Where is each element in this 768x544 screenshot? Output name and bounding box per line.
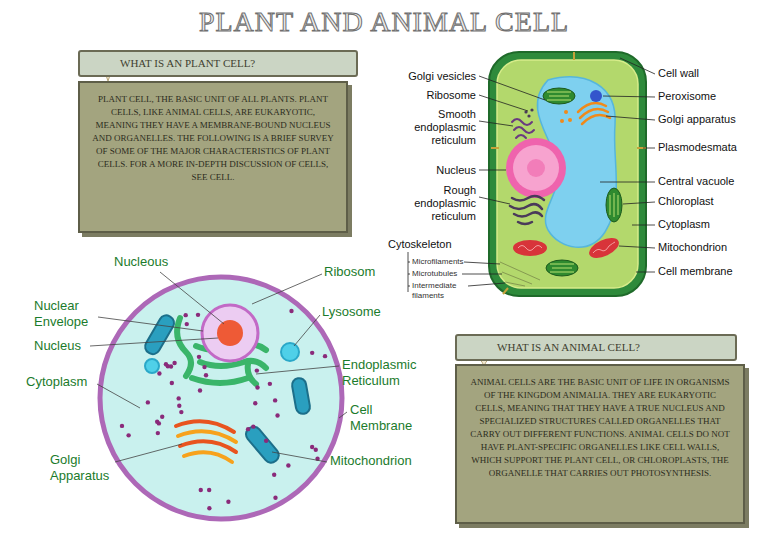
part-label: Endoplasmic Reticulum bbox=[342, 357, 432, 389]
part-label: Nucleous bbox=[114, 254, 224, 270]
part-label: Chloroplast bbox=[658, 195, 763, 208]
part-label: Intermediate filaments bbox=[412, 281, 467, 301]
animal-cell bbox=[100, 277, 342, 519]
part-label: Cytoplasm bbox=[658, 218, 763, 231]
part-label: Central vacuole bbox=[658, 175, 763, 188]
page-title: PLANT AND ANIMAL CELL bbox=[0, 6, 768, 38]
part-label: Nucleus bbox=[386, 164, 476, 177]
part-label: Cell membrane bbox=[658, 265, 763, 278]
part-label: Microfilaments bbox=[412, 257, 472, 267]
part-label: Nuclear Envelope bbox=[34, 298, 114, 330]
panel-heading: WHAT IS AN ANIMAL CELL? bbox=[455, 334, 737, 361]
part-label: Lysosome bbox=[322, 304, 422, 320]
part-label: Ribosome bbox=[386, 89, 476, 102]
panel-body: PLANT CELL, THE BASIC UNIT OF ALL PLANTS… bbox=[78, 81, 348, 233]
part-label: Plasmodesmata bbox=[658, 141, 763, 154]
part-label: Ribosom bbox=[324, 264, 424, 280]
part-label: Golgi Apparatus bbox=[50, 452, 122, 484]
part-label: Mitochondrion bbox=[658, 241, 763, 254]
part-label: Cytoplasm bbox=[26, 374, 98, 390]
animal-leaders bbox=[90, 272, 347, 462]
panel-body: ANIMAL CELLS ARE THE BASIC UNIT OF LIFE … bbox=[455, 364, 745, 524]
part-label: Microtubules bbox=[412, 269, 472, 279]
part-label: Nucleus bbox=[34, 338, 124, 354]
part-label: Golgi vesicles bbox=[386, 70, 476, 83]
part-label: Cell wall bbox=[658, 67, 763, 80]
part-label: Cytoskeleton bbox=[388, 238, 478, 251]
part-label: Peroxisome bbox=[658, 90, 763, 103]
part-label: Cell Membrane bbox=[350, 402, 430, 434]
part-label: Mitochondrion bbox=[330, 453, 440, 469]
part-label: Smooth endoplasmic reticulum bbox=[404, 108, 476, 147]
panel-heading: WHAT IS AN PLANT CELL? bbox=[78, 50, 358, 77]
part-label: Rough endoplasmic reticulum bbox=[404, 184, 476, 223]
part-label: Golgi apparatus bbox=[658, 113, 763, 126]
